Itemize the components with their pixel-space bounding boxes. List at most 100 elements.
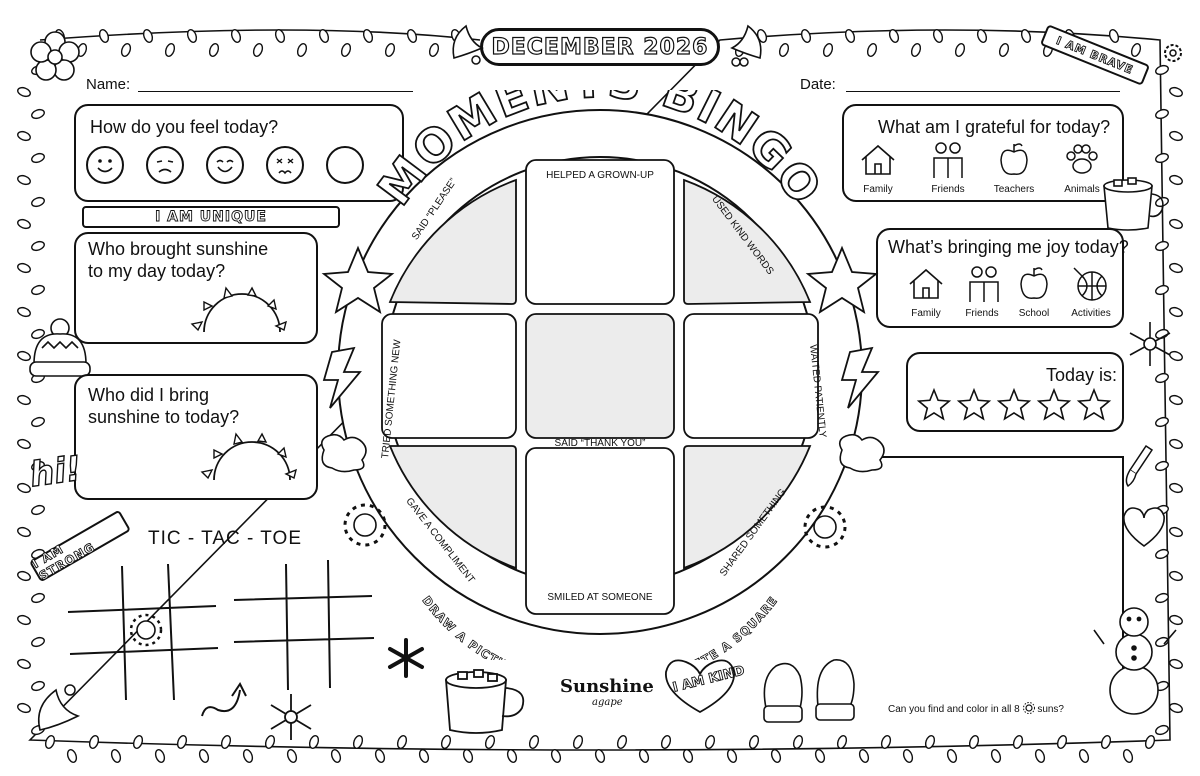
light-bulb-icon [132, 735, 144, 749]
light-bulb-icon [946, 749, 958, 763]
light-bulb-icon [968, 735, 980, 749]
light-bulb-icon [110, 749, 122, 763]
cloud-icon [838, 433, 885, 473]
light-bulb-icon [1155, 372, 1169, 384]
star-icon [805, 245, 879, 314]
sad-face-icon[interactable] [146, 146, 184, 184]
rating-star-icon[interactable] [1076, 388, 1112, 421]
joy-school-label: School [1018, 308, 1050, 319]
light-bulb-icon [164, 43, 176, 57]
light-bulb-icon [396, 735, 408, 749]
light-bulb-icon [616, 735, 628, 749]
light-bulb-icon [880, 735, 892, 749]
paw-print-icon[interactable] [1064, 142, 1100, 178]
light-bulb-icon [822, 43, 834, 57]
sun-icon [1022, 702, 1035, 714]
sunshine-given-title-line2: sunshine to today? [88, 407, 240, 427]
bingo-instruction: DRAW A PICTURE EACH TIME YOU COMPLETE A … [419, 593, 780, 660]
upset-face-icon[interactable] [266, 146, 304, 184]
smiling-face-icon[interactable] [206, 146, 244, 184]
light-bulb-icon [1100, 735, 1112, 749]
hi-badge: hi! [27, 448, 85, 496]
rising-sun-icon [190, 286, 288, 333]
grateful-animals-label: Animals [1064, 184, 1100, 195]
sunshine-received-title-line1: Who brought sunshine [88, 239, 269, 259]
light-bulb-icon [1169, 306, 1183, 318]
bingo-cell-top-left [388, 178, 517, 305]
light-bulb-icon [1169, 482, 1183, 494]
light-bulb-icon [1169, 394, 1183, 406]
rating-star-icon[interactable] [1036, 388, 1072, 421]
light-bulb-icon [800, 29, 812, 43]
light-bulb-icon [550, 749, 562, 763]
tictactoe-boards[interactable] [66, 560, 376, 710]
light-bulb-icon [340, 43, 352, 57]
paintbrush-icon [1125, 444, 1154, 488]
light-bulb-icon [1034, 749, 1046, 763]
hot-cocoa-icon [445, 669, 525, 734]
bingo-cell-middle-center [525, 313, 675, 439]
light-bulb-icon [31, 636, 45, 648]
light-bulb-icon [462, 749, 474, 763]
bingo-cell-bottom-right [683, 445, 812, 570]
happy-face-icon[interactable] [86, 146, 124, 184]
star-icon [321, 245, 395, 314]
name-field[interactable] [138, 76, 413, 92]
bingo-label-top-center: HELPED A GROWN-UP [546, 170, 654, 181]
apple-icon[interactable] [996, 140, 1032, 180]
bingo-cell-middle-right [683, 313, 819, 439]
rating-star-icon[interactable] [996, 388, 1032, 421]
bingo-board [321, 109, 880, 635]
date-field[interactable] [846, 76, 1120, 92]
light-bulb-icon [286, 749, 298, 763]
snowflake-icon [1129, 322, 1171, 366]
blank-face-icon[interactable] [326, 146, 364, 184]
light-bulb-icon [1169, 526, 1183, 538]
tictactoe-title: TIC - TAC - TOE [148, 528, 302, 549]
sun-icon[interactable] [800, 502, 850, 552]
holly-icon [730, 24, 762, 67]
light-bulb-icon [1169, 86, 1183, 98]
light-bulb-icon [1169, 438, 1183, 450]
free-draw-panel[interactable] [860, 456, 1124, 696]
name-label: Name: [86, 76, 131, 93]
feel-title: How do you feel today? [90, 117, 279, 137]
light-bulb-icon [17, 130, 31, 142]
light-bulb-icon [198, 749, 210, 763]
friends-icon[interactable] [928, 140, 968, 180]
light-bulb-icon [638, 749, 650, 763]
kind-heart-icon [665, 659, 735, 714]
light-bulb-icon [1169, 130, 1183, 142]
sparkle-icon [388, 638, 424, 678]
light-bulb-icon [858, 749, 870, 763]
house-icon[interactable] [858, 142, 898, 178]
basketball-icon[interactable] [1070, 264, 1110, 304]
light-bulb-icon [1155, 416, 1169, 428]
light-bulb-icon [484, 735, 496, 749]
light-bulb-icon [17, 394, 31, 406]
light-bulb-icon [572, 735, 584, 749]
light-bulb-icon [296, 43, 308, 57]
bingo-cell-top-center [525, 159, 675, 305]
light-bulb-icon [594, 749, 606, 763]
rating-star-icon[interactable] [956, 388, 992, 421]
sun-icon[interactable] [340, 500, 390, 550]
sunshine-given-title-line1: Who did I bring [88, 385, 210, 405]
apple-icon[interactable] [1016, 264, 1052, 304]
light-bulb-icon [1169, 262, 1183, 274]
light-bulb-icon [17, 86, 31, 98]
house-icon[interactable] [906, 266, 946, 302]
friends-icon[interactable] [964, 264, 1004, 304]
light-bulb-icon [726, 749, 738, 763]
light-bulb-icon [208, 43, 220, 57]
rating-star-icon[interactable] [916, 388, 952, 421]
light-bulb-icon [154, 749, 166, 763]
joy-title: What’s bringing me joy today? [888, 237, 1129, 257]
light-bulb-icon [374, 749, 386, 763]
light-bulb-icon [17, 262, 31, 274]
light-bulb-icon [98, 29, 110, 43]
rating-stars[interactable] [916, 388, 1116, 424]
light-bulb-icon [330, 749, 342, 763]
light-bulb-icon [1144, 735, 1156, 749]
light-bulb-icon [770, 749, 782, 763]
